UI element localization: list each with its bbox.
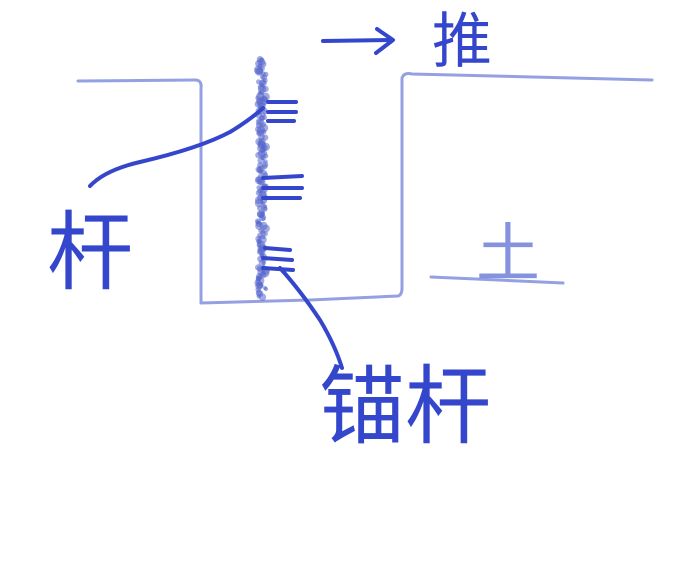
wall-dot — [258, 293, 267, 301]
anchor-group-middle — [261, 174, 304, 200]
bottom-char-label: 锚杆 — [319, 357, 491, 457]
push-arrow — [321, 27, 395, 55]
excavation-outline — [76, 72, 654, 305]
wall-dot — [255, 151, 262, 159]
arrow-char-label: 推 — [432, 7, 492, 77]
anchor-group-top — [266, 100, 298, 123]
wall-dot — [263, 286, 269, 292]
soil-level-line — [429, 275, 565, 285]
wall-dot — [254, 198, 264, 208]
wall-dot — [257, 157, 265, 165]
wall-dot — [262, 110, 267, 115]
right-char-label: 土 — [476, 218, 540, 292]
wall-dot — [261, 216, 266, 221]
left-char-label: 杆 — [47, 203, 133, 303]
anchor-group-bottom — [261, 246, 295, 272]
retaining-wall — [254, 56, 271, 301]
wall-dot — [262, 206, 268, 212]
wall-dot — [257, 119, 262, 124]
wall-dot — [258, 259, 266, 267]
wall-dot — [263, 231, 268, 237]
wall-dot — [255, 221, 264, 231]
pointer-line-bottom — [278, 266, 344, 370]
wall-dot — [257, 205, 263, 212]
pointer-line-left — [88, 106, 265, 188]
